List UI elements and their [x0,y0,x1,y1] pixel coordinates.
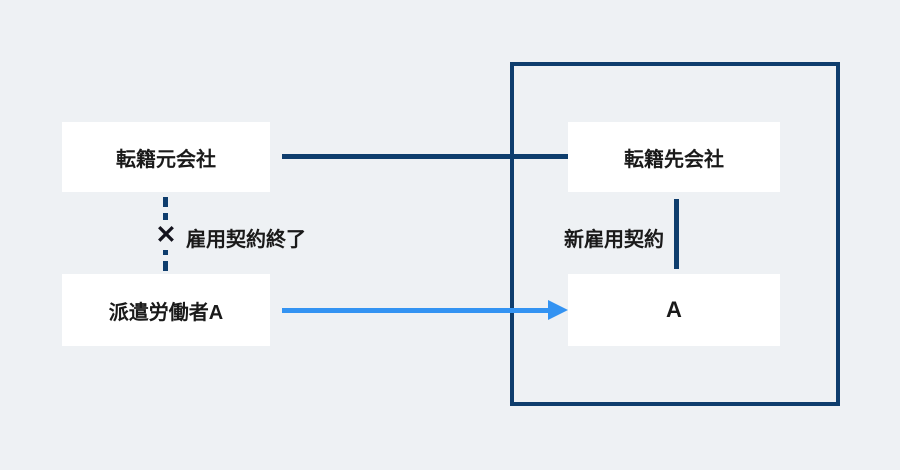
dispatched-worker-box: 派遣労働者A [62,274,270,346]
destination-group-frame [510,62,840,406]
company-connector-line [282,154,568,159]
transfer-arrow-line [282,308,548,313]
destination-company-box: 転籍先会社 [568,122,780,192]
worker-a-box: A [568,274,780,346]
cross-icon: ✕ [149,220,183,250]
transfer-arrow-head-icon [548,300,568,320]
source-company-box: 転籍元会社 [62,122,270,192]
new-contract-label: 新雇用契約 [564,229,664,251]
contract-end-label: 雇用契約終了 [186,229,306,251]
new-contract-line [674,199,679,269]
